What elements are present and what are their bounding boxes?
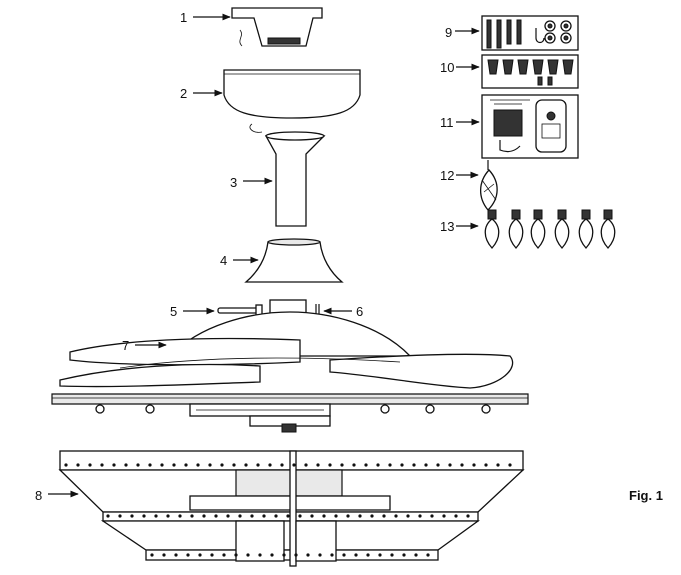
- callout-number-8: 8: [35, 488, 42, 503]
- canopy-bracket-part: [231, 7, 323, 47]
- figure-label: Fig. 1: [629, 488, 663, 503]
- callout-number-7: 7: [122, 338, 129, 353]
- mounting-hardware-part: [481, 15, 579, 51]
- callout-number-9: 9: [445, 25, 452, 40]
- callout-number-3: 3: [230, 175, 237, 190]
- callout-number-6: 6: [356, 304, 363, 319]
- bulb-icon: [530, 209, 546, 249]
- callout-number-10: 10: [440, 60, 454, 75]
- bulb-icon: [600, 209, 616, 249]
- bulb-icon: [578, 209, 594, 249]
- bulb-icon: [554, 209, 570, 249]
- coupling-cover-part: [244, 238, 344, 283]
- bulb-icon: [484, 209, 500, 249]
- callout-number-12: 12: [440, 168, 454, 183]
- candelabra-bulbs-part: [484, 209, 616, 249]
- callout-number-4: 4: [220, 253, 227, 268]
- callout-number-1: 1: [180, 10, 187, 25]
- callout-number-5: 5: [170, 304, 177, 319]
- balancing-kit-part: [479, 160, 498, 211]
- callout-number-2: 2: [180, 86, 187, 101]
- wire-connectors-part: [481, 54, 579, 89]
- cage-rivets: [64, 463, 512, 557]
- callout-number-13: 13: [440, 219, 454, 234]
- canopy-part: [223, 69, 361, 119]
- hanger-pin-part: [217, 304, 263, 317]
- bulb-icon: [508, 209, 524, 249]
- fan-motor-part: [51, 299, 529, 433]
- light-kit-cage-part: [58, 450, 525, 567]
- callout-number-11: 11: [440, 115, 454, 130]
- downrod-part: [249, 123, 326, 227]
- receiver-remote-part: [481, 94, 579, 159]
